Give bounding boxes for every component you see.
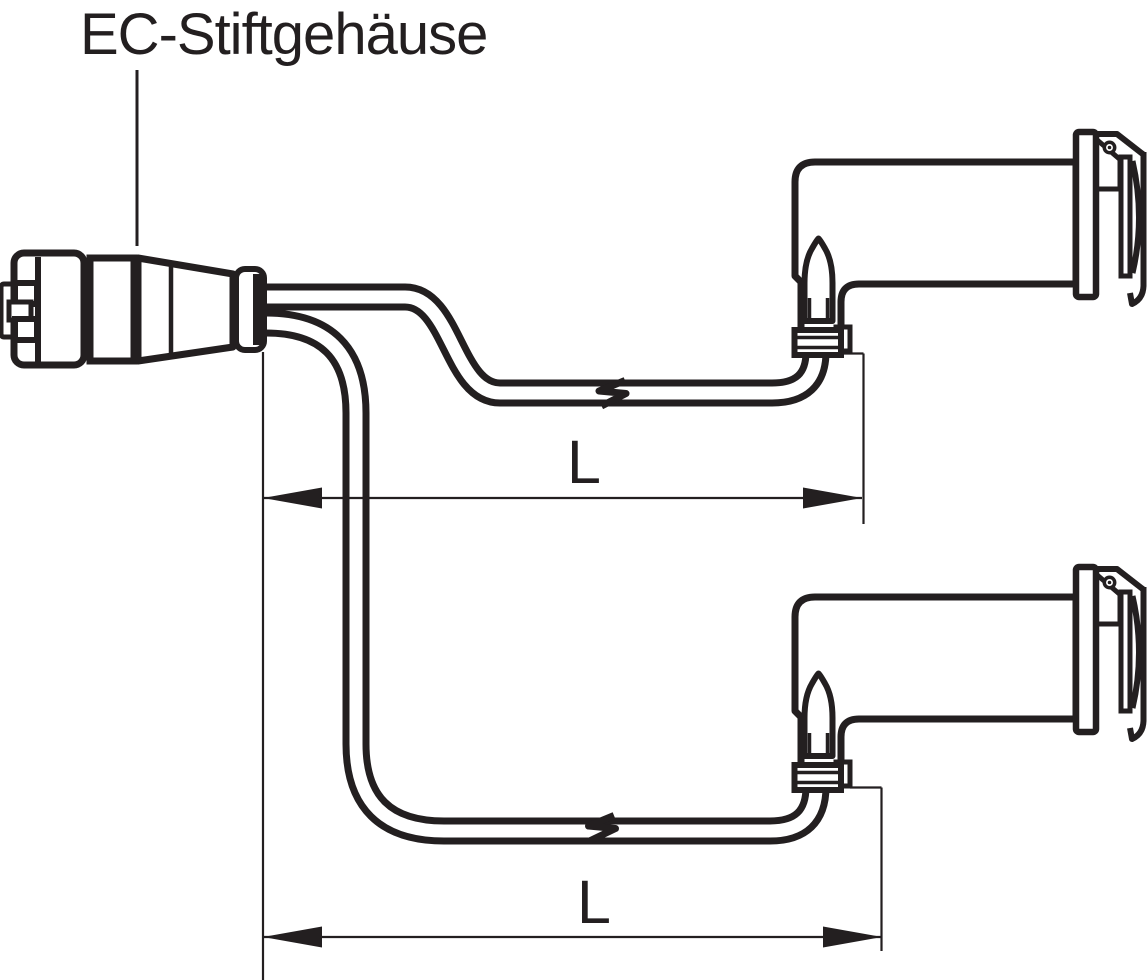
arrowhead-top-left: [263, 487, 322, 509]
latch-lever: [801, 235, 836, 324]
dimension-top: L: [261, 352, 865, 980]
left-connector-key-notch-bottom: [12, 316, 40, 343]
left-connector-ec-pin-housing: [0, 249, 267, 369]
cable-bottom: [250, 309, 830, 845]
dimension-label-bottom: L: [577, 868, 611, 936]
cable-gland: [791, 327, 844, 358]
housing-body: [791, 158, 1080, 333]
arrowhead-bottom-left: [263, 926, 322, 948]
cable-top: [250, 283, 830, 407]
left-connector-coupling-ring: [86, 254, 138, 365]
left-connector-taper-body: [134, 254, 237, 365]
screw-hole-center: [1107, 145, 1112, 150]
housing-plate-top-edge: [1096, 131, 1146, 158]
cable-break-symbol-top: [595, 377, 630, 410]
dimension-bottom: L: [263, 786, 883, 951]
extension-line-right-top: [841, 352, 865, 524]
right-connector-housing-bottom: [795, 567, 1145, 790]
dimension-label-top: L: [567, 428, 601, 496]
callout-label: EC-Stiftgehäuse: [80, 2, 487, 67]
cable-bottom-core: [250, 316, 823, 838]
housing-plate-right-edge: [1127, 152, 1147, 307]
right-connector-housing: [791, 128, 1147, 358]
cable-top-core: [250, 290, 823, 400]
mounting-flange: [1072, 128, 1100, 301]
socket-rim-arc: [1129, 160, 1142, 274]
extension-line-right-bottom: [850, 786, 883, 951]
cable-break-symbol-bottom: [585, 812, 619, 844]
arrowhead-bottom-right: [823, 926, 882, 948]
socket-rim-bar: [1118, 154, 1133, 279]
arrowhead-top-right: [803, 487, 862, 509]
